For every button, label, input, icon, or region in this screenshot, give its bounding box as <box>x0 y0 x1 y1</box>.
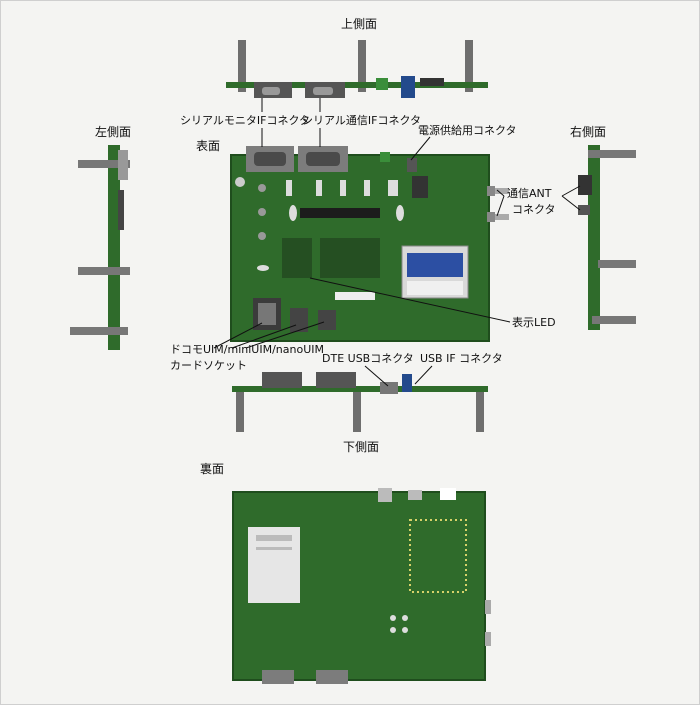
uim-socket-label-line2: カードソケット <box>170 359 247 372</box>
right-view-title: 右側面 <box>570 125 607 139</box>
bottom-view-title: 下側面 <box>343 440 380 454</box>
dte-usb-label: DTE USBコネクタ <box>322 352 414 365</box>
top-side-board <box>226 40 488 98</box>
top-view-title: 上側面 <box>341 17 378 31</box>
left-side-board <box>70 145 130 350</box>
power-connector-label: 電源供給用コネクタ <box>418 124 517 137</box>
display-led-label: 表示LED <box>512 316 556 329</box>
back-view-title: 裏面 <box>200 462 225 476</box>
uim-socket-label-line1: ドコモUIM/miniUIM/nanoUIM <box>170 343 324 356</box>
usb-if-label: USB IF コネクタ <box>420 352 503 365</box>
front-board <box>230 146 509 342</box>
front-view-title: 表面 <box>196 139 221 153</box>
ant-connector-label-line1: 通信ANT <box>507 187 552 200</box>
bottom-side-board <box>232 372 488 432</box>
ant-connector-label-line2: コネクタ <box>512 203 556 216</box>
serial-comm-if-label: シリアル通信IFコネクタ <box>302 114 422 127</box>
back-board <box>232 488 491 684</box>
callout-lines <box>213 98 581 387</box>
left-view-title: 左側面 <box>95 125 132 139</box>
right-side-board <box>578 145 636 330</box>
serial-monitor-if-label: シリアルモニタIFコネクタ <box>180 114 311 127</box>
